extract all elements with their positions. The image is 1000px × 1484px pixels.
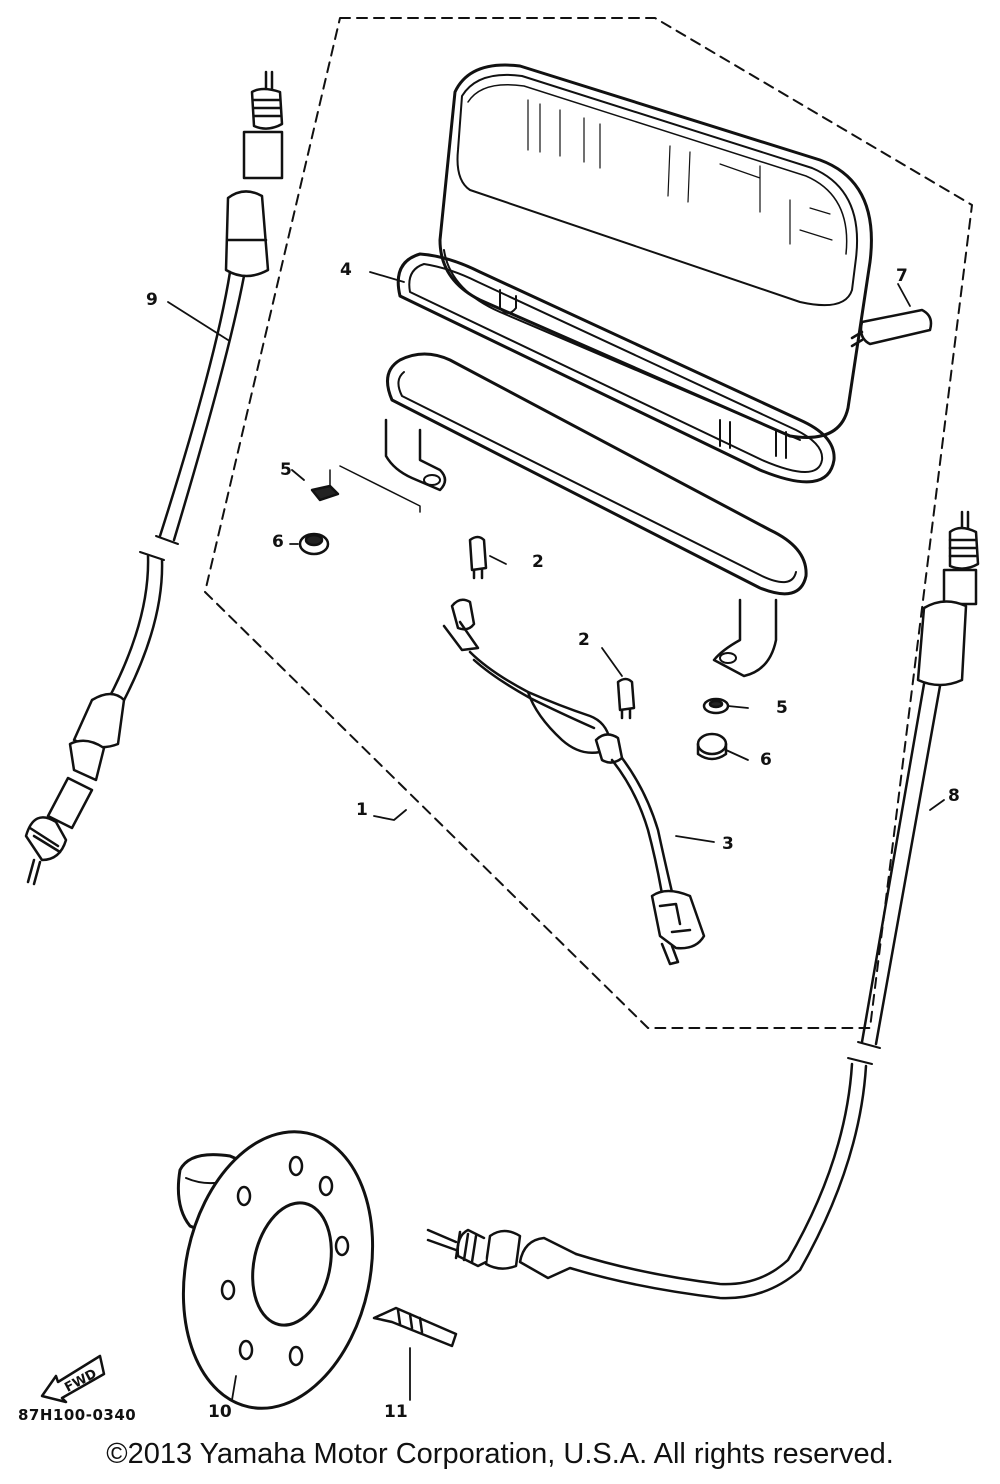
callout-5-left: 5 bbox=[280, 460, 292, 480]
copyright-notice: ©2013 Yamaha Motor Corporation, U.S.A. A… bbox=[106, 1438, 894, 1470]
bulb-upper bbox=[468, 535, 488, 580]
diagram-reference-code: 87H100-0340 bbox=[18, 1406, 137, 1424]
meter-bracket bbox=[384, 352, 808, 678]
nut-left bbox=[298, 532, 330, 556]
nut-right bbox=[696, 732, 728, 761]
callout-7: 7 bbox=[896, 266, 908, 286]
callout-8: 8 bbox=[948, 786, 960, 806]
meter-gear-hub bbox=[176, 1130, 375, 1410]
cable-left bbox=[24, 70, 284, 886]
cable-right bbox=[426, 510, 980, 1300]
callout-2-upper: 2 bbox=[532, 552, 544, 572]
washer-right bbox=[702, 697, 730, 715]
meter-housing bbox=[438, 63, 873, 459]
callout-10: 10 bbox=[208, 1402, 232, 1422]
callout-1: 1 bbox=[356, 800, 368, 820]
lamp-socket-harness bbox=[442, 598, 706, 966]
stud-leader-left bbox=[329, 465, 421, 513]
assembly-boundary bbox=[204, 17, 973, 1029]
callout-4: 4 bbox=[340, 260, 352, 280]
indicator-lamp bbox=[850, 308, 933, 348]
callout-5-right: 5 bbox=[776, 698, 788, 718]
callout-6-left: 6 bbox=[272, 532, 284, 552]
bulb-lower bbox=[616, 677, 636, 720]
fwd-arrow bbox=[40, 1354, 106, 1404]
callout-11: 11 bbox=[384, 1402, 408, 1422]
callout-3: 3 bbox=[722, 834, 734, 854]
callout-2-lower: 2 bbox=[578, 630, 590, 650]
drive-pin bbox=[372, 1306, 458, 1348]
callout-6-right: 6 bbox=[760, 750, 772, 770]
leader-lines bbox=[167, 271, 945, 1401]
callout-9: 9 bbox=[146, 290, 158, 310]
gasket bbox=[396, 252, 836, 484]
washer-left bbox=[310, 484, 340, 502]
